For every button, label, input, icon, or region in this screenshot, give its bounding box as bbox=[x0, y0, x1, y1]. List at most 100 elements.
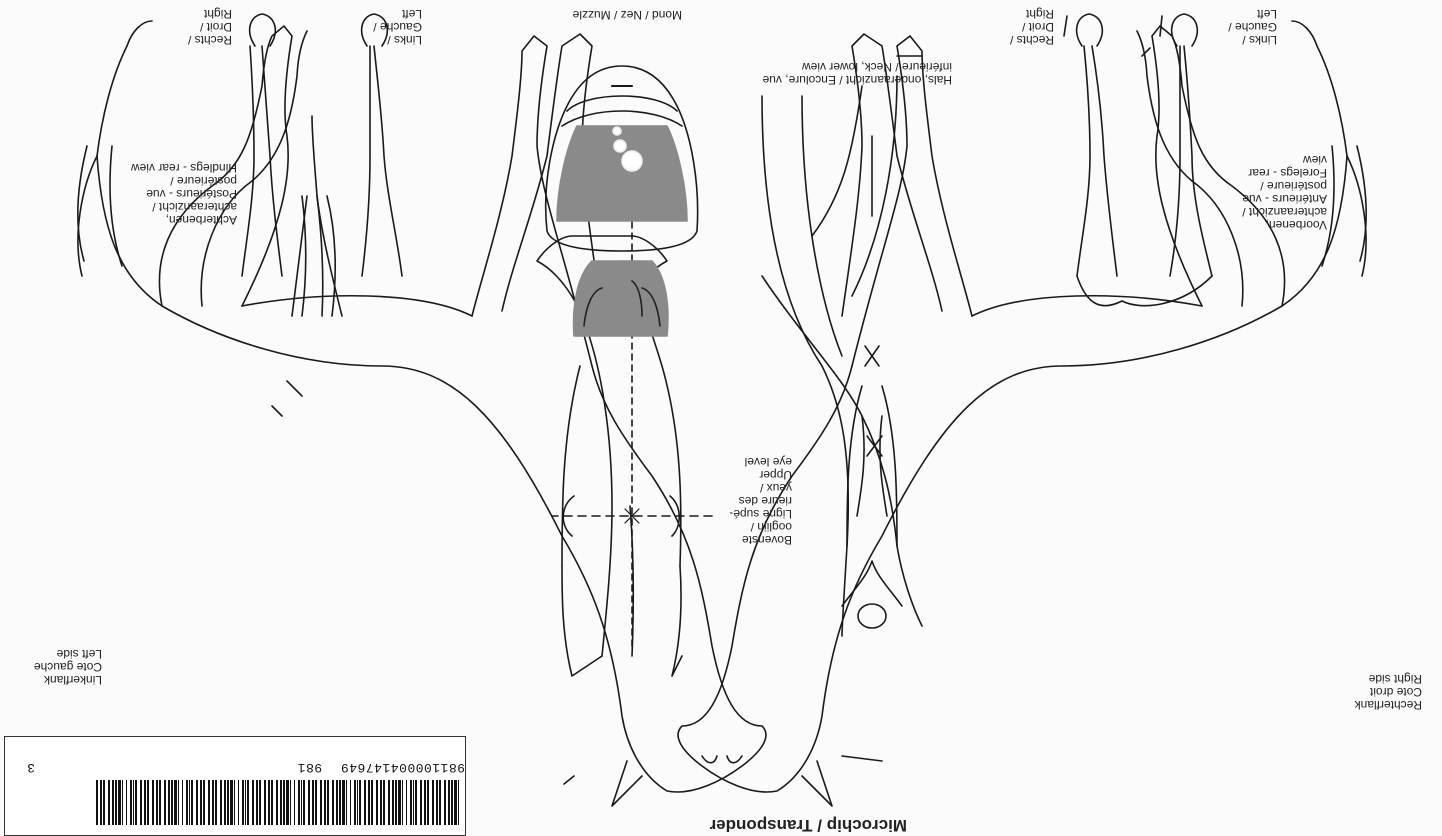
barcode-bar bbox=[280, 780, 282, 825]
barcode-bar bbox=[294, 780, 295, 825]
barcode-bar bbox=[332, 780, 334, 825]
forelegs-rear-view bbox=[1064, 14, 1212, 306]
barcode-bar bbox=[298, 780, 300, 825]
barcode-bar bbox=[315, 780, 317, 825]
barcode-bar bbox=[164, 780, 166, 825]
right-flank-label: Rechterflank Cote droit Right side bbox=[1355, 672, 1422, 711]
barcode-bar bbox=[247, 780, 249, 825]
barcode-bar bbox=[144, 780, 146, 825]
barcode-bar bbox=[406, 780, 407, 825]
barcode-bar bbox=[276, 780, 278, 825]
barcode-bar bbox=[368, 780, 370, 825]
barcode-bar bbox=[203, 780, 205, 825]
hindlegs-rear-view-label: Achterbenen, achteraanzicht / Postérieur… bbox=[131, 161, 237, 226]
barcode-bar bbox=[342, 780, 345, 825]
barcode-bar bbox=[140, 780, 142, 825]
barcode-bar bbox=[402, 780, 403, 825]
barcode-bar bbox=[156, 780, 158, 825]
barcode-bar bbox=[147, 780, 149, 825]
neck-lower-view-label: Hals, onderaanzicht / Encolure, vue infé… bbox=[763, 60, 952, 86]
barcode-bar bbox=[171, 780, 173, 825]
barcode-bar bbox=[388, 780, 390, 825]
barcode-bar bbox=[364, 780, 366, 825]
barcode-bar bbox=[327, 780, 329, 825]
barcode-bar bbox=[320, 780, 322, 825]
barcode-bar bbox=[168, 780, 170, 825]
barcode-bar bbox=[103, 780, 105, 825]
barcode-bar bbox=[427, 780, 429, 825]
left-side-horse-outline bbox=[678, 21, 1366, 806]
barcode-bar bbox=[264, 780, 266, 825]
barcode-bar bbox=[380, 780, 382, 825]
barcode-bar bbox=[439, 780, 441, 825]
barcode-bar bbox=[415, 780, 417, 825]
barcode-bar bbox=[182, 780, 183, 825]
barcode-bar bbox=[420, 780, 422, 825]
barcode-bar bbox=[108, 780, 110, 825]
microchip-title: Microchip / Transponder bbox=[710, 819, 907, 832]
barcode-value: 981100004147649 bbox=[340, 760, 465, 775]
barcode-bar bbox=[227, 780, 229, 825]
barcode-bar bbox=[122, 780, 123, 825]
barcode-bar bbox=[357, 780, 358, 825]
barcode-bar bbox=[324, 780, 326, 825]
barcode-bar bbox=[413, 780, 414, 825]
barcode-bar bbox=[395, 780, 397, 825]
barcode-bar bbox=[215, 780, 217, 825]
barcode-bar bbox=[224, 780, 226, 825]
barcode-bar bbox=[118, 780, 121, 825]
barcode-bar bbox=[436, 780, 438, 825]
barcode-bar bbox=[392, 780, 394, 825]
barcode-bar bbox=[130, 780, 132, 825]
barcode-bar bbox=[196, 780, 198, 825]
barcode-bar bbox=[259, 780, 261, 825]
barcode-bar bbox=[186, 780, 188, 825]
hind-left-label: Links / Gauche / Left bbox=[373, 7, 422, 46]
barcode-bar bbox=[286, 780, 289, 825]
barcode-bar bbox=[208, 780, 210, 825]
barcode-bar bbox=[398, 780, 401, 825]
barcode-bar bbox=[432, 780, 434, 825]
barcode-bar bbox=[234, 780, 235, 825]
barcode-bar bbox=[112, 780, 114, 825]
fore-right-label: Rechts / Droit / Right bbox=[1010, 7, 1054, 46]
barcode-bar bbox=[212, 780, 214, 825]
barcode-bar bbox=[252, 780, 254, 825]
barcode-bar bbox=[371, 780, 373, 825]
hind-right-label: Rechts / Droit / Right bbox=[188, 7, 232, 46]
barcode-bar bbox=[126, 780, 127, 825]
muzzle-view bbox=[546, 66, 698, 251]
barcode-bar bbox=[174, 780, 177, 825]
barcode-bar bbox=[458, 780, 459, 825]
barcode-bar bbox=[189, 780, 190, 825]
barcode-bar bbox=[383, 780, 385, 825]
barcode-bar bbox=[191, 780, 193, 825]
barcode-bar bbox=[301, 780, 302, 825]
barcode-bar bbox=[133, 780, 134, 825]
barcode-bar bbox=[135, 780, 137, 825]
forelegs-rear-view-label: Voorbenen, achteraanzicht / Antérieurs -… bbox=[1242, 153, 1327, 231]
barcode-bar bbox=[359, 780, 361, 825]
barcode-bar bbox=[454, 780, 457, 825]
barcode-bar bbox=[96, 780, 98, 825]
barcode-bar bbox=[271, 780, 273, 825]
barcode-bar bbox=[354, 780, 356, 825]
barcode-label: 981100004147649 981 3 bbox=[4, 736, 466, 836]
head-front-view bbox=[537, 216, 712, 676]
left-flank-label: Linkerflank Cote gauche Left side bbox=[34, 647, 102, 686]
barcode-bar bbox=[312, 780, 314, 825]
barcode-bar bbox=[238, 780, 239, 825]
barcode-bar bbox=[245, 780, 246, 825]
barcode-bar bbox=[376, 780, 378, 825]
barcode-bar bbox=[268, 780, 270, 825]
barcode-bar bbox=[336, 780, 338, 825]
barcode-bar bbox=[346, 780, 347, 825]
barcode-bar bbox=[256, 780, 258, 825]
barcode-bar bbox=[444, 780, 446, 825]
barcode-bar bbox=[290, 780, 291, 825]
fore-left-label: Links / Gauche / Left bbox=[1228, 7, 1277, 46]
barcode-bar bbox=[200, 780, 202, 825]
barcode-bar bbox=[424, 780, 426, 825]
